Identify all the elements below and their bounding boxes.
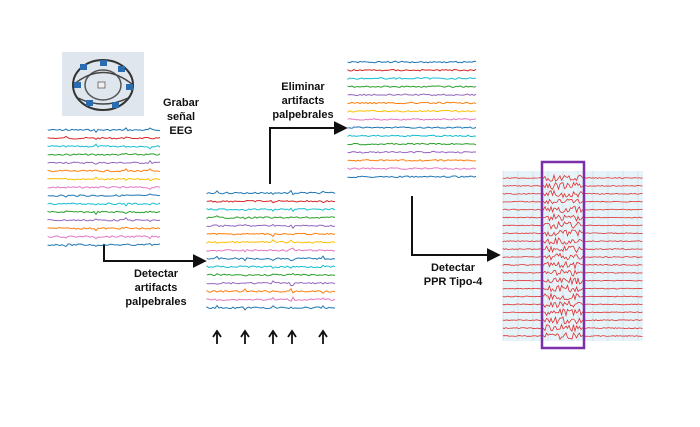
eeg-channel-trace — [347, 142, 477, 146]
label-detect-ppr-line-2: PPR Tipo-4 — [424, 276, 483, 288]
arrow-record-to-detect — [103, 244, 207, 268]
eeg-channel-trace — [47, 159, 161, 165]
label-detect-artifacts-line-1: Detectar — [134, 268, 179, 280]
ppr-channel-trace — [502, 205, 643, 214]
up-arrow-icon — [212, 329, 222, 344]
eeg-channel-trace — [47, 242, 161, 248]
eeg-channel-trace — [347, 118, 477, 121]
arrow-remove-to-ppr — [411, 196, 501, 262]
ppr-channel-trace — [502, 260, 643, 270]
ppr-traces — [502, 173, 643, 341]
eeg-channel-trace — [47, 152, 161, 156]
eeg-channel-trace — [47, 210, 161, 216]
eeg-channel-trace — [206, 280, 336, 287]
label-detect-ppr-line-1: Detectar — [431, 262, 476, 274]
ppr-channel-trace — [502, 299, 643, 309]
eeg-channel-trace — [347, 167, 477, 170]
label-remove-artifacts-line-3: palpebrales — [272, 109, 333, 121]
eeg-channel-trace — [206, 215, 336, 220]
ppr-channel-trace — [502, 220, 643, 230]
up-arrow-icon — [318, 329, 328, 344]
ppr-channel-trace — [502, 198, 643, 205]
label-remove-artifacts-line-1: Eliminar — [281, 81, 325, 93]
eeg-channel-trace — [347, 68, 477, 72]
eeg-channel-trace — [47, 143, 161, 150]
eeg-channel-trace — [47, 202, 161, 207]
eeg-channel-trace — [206, 296, 336, 302]
eeg-channel-trace — [347, 60, 477, 64]
ppr-channel-trace — [502, 236, 643, 246]
ppr-channel-trace — [502, 332, 643, 341]
arrow-detect-to-remove — [269, 121, 348, 184]
ppr-channel-trace — [502, 245, 643, 254]
eeg-channel-trace — [206, 304, 336, 311]
eeg-channel-trace — [206, 232, 336, 238]
eeg-channel-trace — [206, 247, 336, 253]
eeg-channel-trace — [206, 255, 336, 262]
up-arrow-icon — [240, 329, 250, 344]
ppr-channel-trace — [502, 268, 643, 277]
label-remove-artifacts-line-2: artifacts — [282, 95, 325, 107]
ppr-channel-trace — [502, 252, 643, 261]
eeg-channel-trace — [47, 127, 161, 134]
eeg-channel-trace — [47, 135, 161, 141]
ppr-panel — [502, 160, 643, 350]
blink-markers — [212, 329, 328, 344]
eeg-channel-trace — [347, 101, 477, 105]
eeg-channel-trace — [347, 126, 477, 129]
ppr-channel-trace — [502, 173, 643, 182]
eeg-channel-trace — [347, 109, 477, 113]
eeg-channel-trace — [206, 239, 336, 244]
eeg-channel-trace — [206, 272, 336, 277]
eeg-raw-traces — [47, 127, 161, 248]
ppr-channel-trace — [502, 212, 643, 223]
eeg-channel-trace — [347, 150, 477, 154]
eeg-channel-trace — [47, 176, 161, 182]
ppr-highlight-box — [540, 160, 586, 350]
up-arrow-icon — [287, 329, 297, 344]
label-detect-artifacts-line-2: artifacts — [135, 282, 178, 294]
ppr-channel-trace — [502, 284, 643, 293]
label-record-line-3: EEG — [169, 125, 192, 137]
eeg-channel-trace — [347, 93, 477, 97]
eeg-channel-trace — [347, 134, 477, 138]
ppr-channel-trace — [502, 181, 643, 191]
ppr-channel-trace — [502, 323, 643, 333]
eeg-channel-trace — [47, 186, 161, 190]
ppr-channel-trace — [502, 292, 643, 301]
eeg-channel-trace — [206, 189, 336, 196]
eeg-channel-trace — [347, 85, 477, 88]
eeg-channel-trace — [347, 175, 477, 179]
eeg-headset-icon — [62, 52, 144, 116]
eeg-channel-trace — [206, 223, 336, 230]
label-record-line-1: Grabar — [163, 97, 200, 109]
eeg-channel-trace — [206, 264, 336, 269]
eeg-artifact-traces — [206, 189, 336, 311]
ppr-channel-trace — [502, 189, 643, 199]
eeg-channel-trace — [206, 199, 336, 204]
label-detect-artifacts-line-3: palpebrales — [125, 296, 186, 308]
up-arrow-icon — [268, 329, 278, 344]
ppr-channel-trace — [502, 276, 643, 286]
ppr-channel-trace — [502, 315, 643, 325]
eeg-channel-trace — [47, 226, 161, 232]
label-record-line-2: señal — [167, 111, 195, 123]
eeg-channel-trace — [347, 77, 477, 81]
eeg-channel-trace — [347, 159, 477, 162]
ppr-channel-trace — [502, 307, 643, 318]
eeg-clean-traces — [347, 60, 477, 179]
ppr-channel-trace — [502, 229, 643, 238]
eeg-channel-trace — [47, 235, 161, 240]
eeg-channel-trace — [47, 168, 161, 173]
eeg-channel-trace — [206, 207, 336, 213]
eeg-channel-trace — [47, 193, 161, 198]
eeg-channel-trace — [47, 217, 161, 223]
eeg-channel-trace — [206, 288, 336, 294]
